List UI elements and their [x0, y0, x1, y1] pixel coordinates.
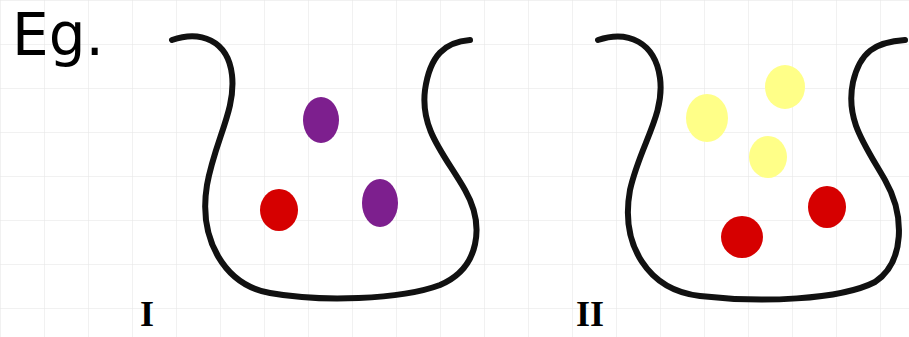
purple-ball	[362, 179, 398, 227]
urn-number: II	[576, 296, 604, 332]
example-label: Eg.	[12, 6, 104, 64]
urn-outline	[598, 37, 905, 300]
yellow-ball	[686, 94, 728, 142]
red-ball	[808, 186, 846, 228]
red-ball	[721, 216, 763, 258]
red-ball	[260, 189, 298, 231]
yellow-ball	[765, 65, 805, 109]
yellow-ball	[749, 136, 787, 178]
purple-ball	[303, 97, 339, 143]
urn-outline	[172, 36, 476, 298]
urn-number: I	[140, 296, 154, 332]
